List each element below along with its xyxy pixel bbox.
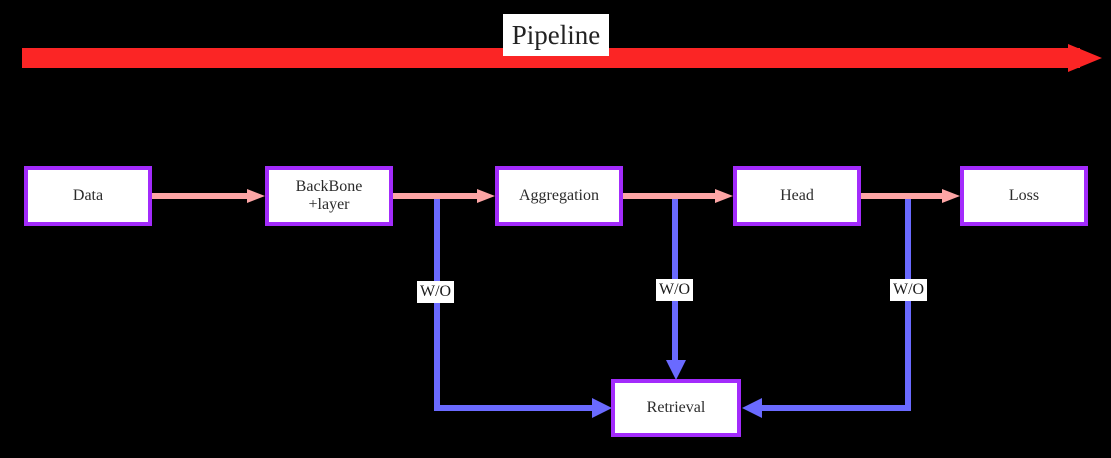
node-loss-label: Loss (1008, 186, 1040, 204)
edge-aggregation-to-head-arrowhead-icon (715, 189, 733, 203)
branch-left-label: W/O (417, 281, 455, 303)
branch-left-horizontal (434, 405, 599, 411)
branch-mid-label: W/O (656, 279, 694, 301)
node-data-label: Data (72, 186, 104, 204)
branch-left-vertical (434, 196, 440, 411)
branch-right-horizontal (760, 405, 911, 411)
node-head-label: Head (780, 186, 814, 204)
node-backbone-label-line1: BackBone (295, 177, 363, 195)
pipeline-arrow-shaft (22, 48, 1080, 68)
node-aggregation-label: Aggregation (519, 186, 599, 204)
node-aggregation[interactable]: Aggregation (495, 166, 623, 226)
edge-backbone-to-aggregation-shaft (393, 193, 477, 199)
branch-mid-arrowhead-icon (666, 360, 686, 380)
node-data[interactable]: Data (24, 166, 152, 226)
branch-left-arrowhead-icon (592, 398, 612, 418)
branch-right-arrowhead-icon (742, 398, 762, 418)
branch-right-label: W/O (890, 279, 928, 301)
edge-data-to-backbone-shaft (152, 193, 247, 199)
edge-head-to-loss-arrowhead-icon (942, 189, 960, 203)
edge-data-to-backbone-arrowhead-icon (247, 189, 265, 203)
node-retrieval-label: Retrieval (646, 398, 706, 416)
node-head[interactable]: Head (733, 166, 861, 226)
node-loss[interactable]: Loss (960, 166, 1088, 226)
node-retrieval[interactable]: Retrieval (611, 379, 741, 437)
node-backbone-label-line2: +layer (308, 196, 350, 213)
pipeline-arrow-head-icon (1068, 44, 1102, 72)
edge-head-to-loss-shaft (861, 193, 942, 199)
edge-aggregation-to-head-shaft (623, 193, 715, 199)
node-backbone[interactable]: BackBone +layer (265, 166, 393, 226)
node-backbone-label: BackBone +layer (296, 178, 363, 215)
branch-right-vertical (905, 196, 911, 411)
edge-backbone-to-aggregation-arrowhead-icon (477, 189, 495, 203)
pipeline-title: Pipeline (503, 14, 609, 56)
